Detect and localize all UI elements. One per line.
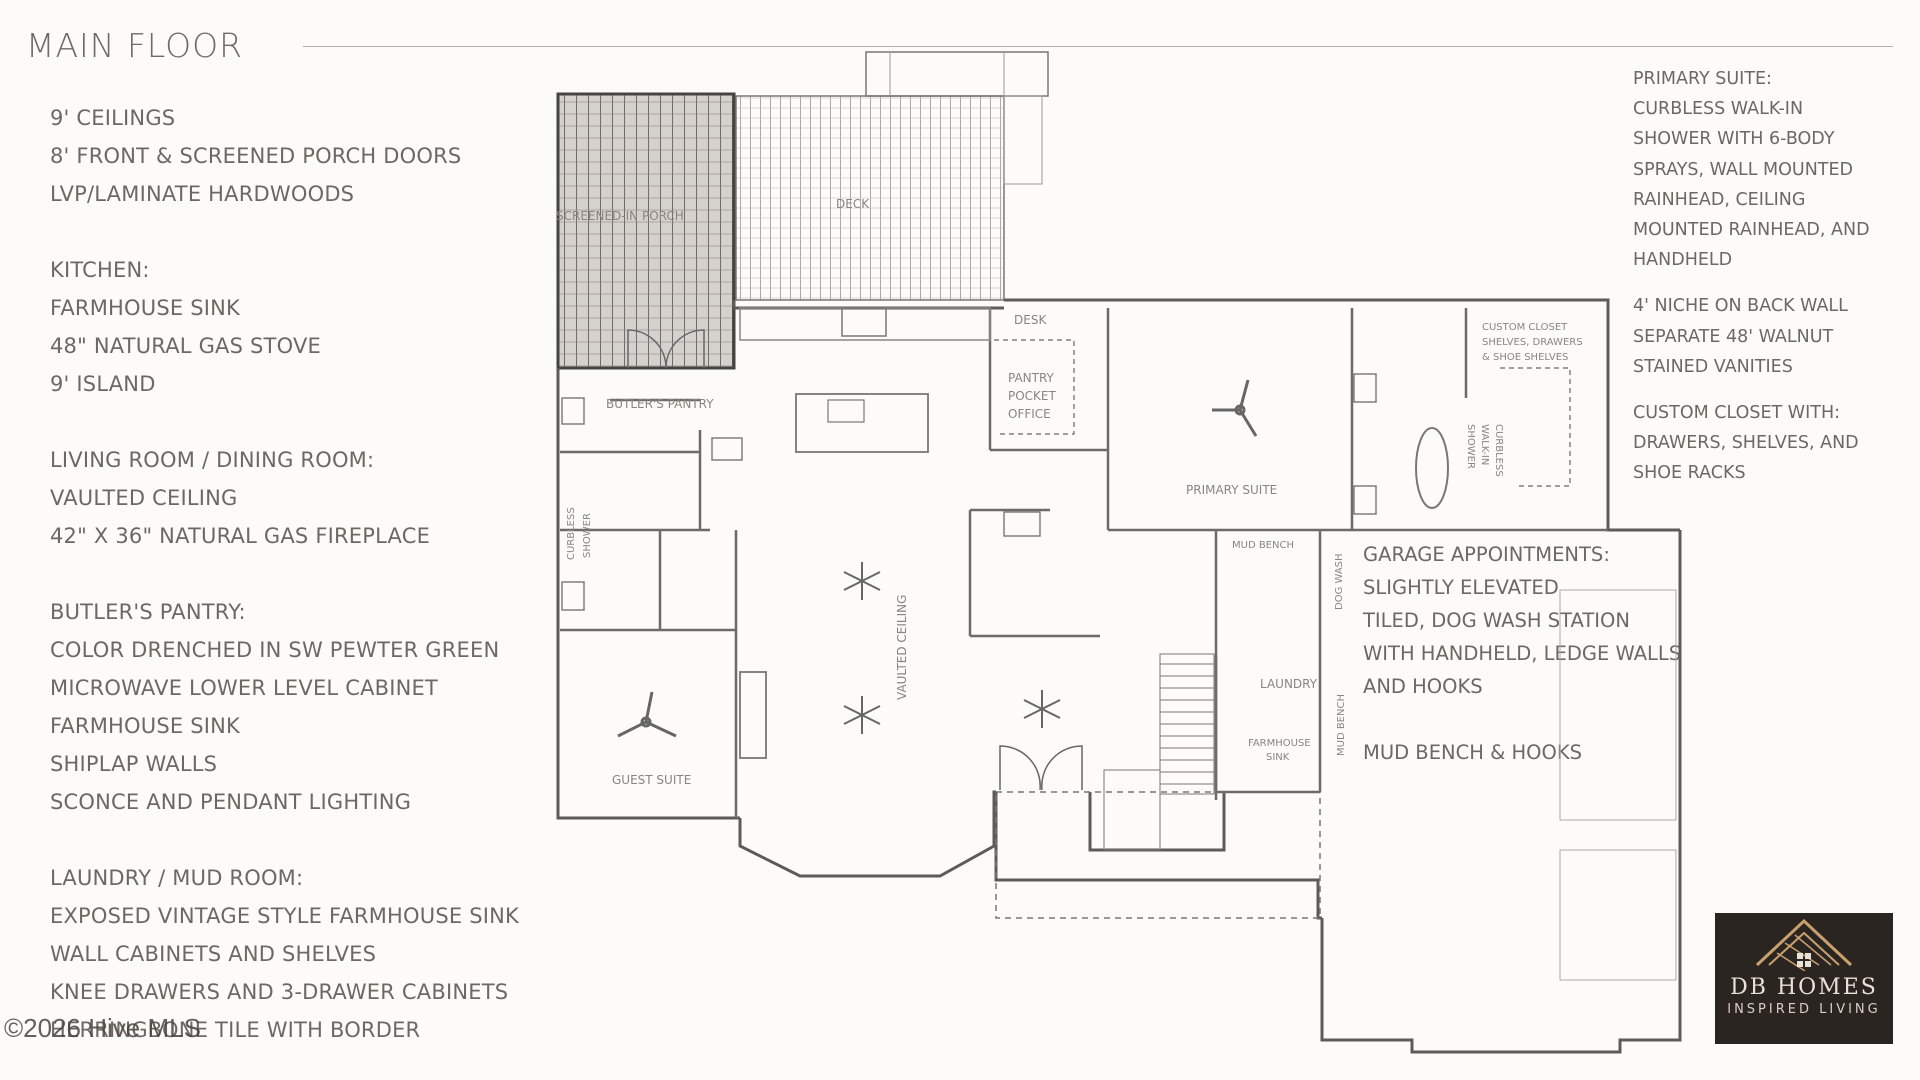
feature-line: VAULTED CEILING: [50, 486, 238, 510]
kitchen-counter: [739, 307, 991, 341]
pendant-lights: [843, 562, 1061, 734]
label-curbless-walkin-line1: CURBLESS: [1493, 424, 1504, 477]
exterior-walls: [556, 298, 1682, 1054]
feature-line: SHIPLAP WALLS: [50, 752, 218, 776]
feature-line: FARMHOUSE SINK: [50, 714, 240, 738]
label-farmhouse-sink-line1: FARMHOUSE: [1248, 738, 1311, 749]
feature-line: WALL CABINETS AND SHELVES: [50, 942, 377, 966]
plumbing-fixtures: [561, 373, 1377, 611]
label-curbless-shower-line2: SHOWER: [582, 513, 593, 558]
feature-line: KITCHEN:: [50, 258, 150, 282]
brand-logo: DB HOMES INSPIRED LIVING: [1715, 913, 1893, 1044]
garage-note-line: TILED, DOG WASH STATION: [1363, 609, 1630, 632]
garage-notes: GARAGE APPOINTMENTS: SLIGHTLY ELEVATED TIL…: [1363, 538, 1703, 769]
garage-apron: [995, 791, 1321, 919]
kitchen-stove: [841, 307, 887, 337]
label-curbless-walkin-line2: WALK-IN: [1479, 424, 1490, 465]
label-mud-bench-top: MUD BENCH: [1232, 540, 1294, 551]
closet-dashed-wall: [1500, 367, 1571, 487]
roof-icon: [1755, 918, 1853, 971]
kitchen-island: [795, 393, 929, 453]
logo-tagline: INSPIRED LIVING: [1727, 1002, 1881, 1017]
freestanding-tub: [1415, 427, 1449, 509]
label-custom-closet-line3: & SHOE SHELVES: [1482, 352, 1568, 363]
feature-line: 9' ISLAND: [50, 372, 156, 396]
feature-line: LAUNDRY / MUD ROOM:: [50, 866, 304, 890]
logo-name: DB HOMES: [1730, 975, 1878, 1000]
pantry-dashed-wall: [994, 339, 1075, 435]
feature-line: 42" X 36" NATURAL GAS FIREPLACE: [50, 524, 431, 548]
feature-line: FARMHOUSE SINK: [50, 296, 240, 320]
suite-note-line: MOUNTED RAINHEAD, AND: [1633, 220, 1870, 241]
feature-list: 9' CEILINGS 8' FRONT & SCREENED PORCH DOO…: [50, 99, 540, 1049]
deck-side-stairs: [1003, 95, 1043, 185]
feature-line: COLOR DRENCHED IN SW PEWTER GREEN: [50, 638, 500, 662]
label-pantry-line2: POCKET: [1008, 389, 1057, 403]
suite-note-line: CURBLESS WALK-IN: [1633, 99, 1804, 120]
label-custom-closet-line1: CUSTOM CLOSET: [1482, 322, 1568, 333]
double-doors-living: [999, 745, 1083, 791]
stairs: [1103, 653, 1215, 851]
fireplace: [739, 671, 767, 759]
garage-note-line: GARAGE APPOINTMENTS:: [1363, 543, 1610, 566]
interior-walls: [560, 308, 1608, 818]
label-butlers-pantry: BUTLER'S PANTRY: [606, 397, 714, 411]
garage-door-1: [1559, 589, 1677, 821]
label-vaulted-ceiling: VAULTED CEILING: [895, 595, 909, 700]
label-custom-closet-line2: SHELVES, DRAWERS: [1482, 337, 1583, 348]
double-doors-porch: [627, 329, 705, 369]
feature-line: KNEE DRAWERS AND 3-DRAWER CABINETS: [50, 980, 509, 1004]
suite-note-line: SHOE RACKS: [1633, 463, 1746, 484]
suite-note-line: PRIMARY SUITE:: [1633, 69, 1772, 89]
label-farmhouse-sink-line2: SINK: [1266, 752, 1290, 763]
suite-note-line: STAINED VANITIES: [1633, 356, 1793, 377]
primary-suite-notes: PRIMARY SUITE: CURBLESS WALK-IN SHOWER WIT…: [1633, 64, 1903, 489]
label-pantry-line1: PANTRY: [1008, 371, 1055, 385]
feature-line: LIVING ROOM / DINING ROOM:: [50, 448, 375, 472]
label-desk: DESK: [1014, 313, 1047, 327]
label-pantry-line3: OFFICE: [1008, 407, 1051, 421]
label-primary-suite: PRIMARY SUITE: [1186, 483, 1277, 497]
label-screened-porch: SCREENED-IN PORCH: [556, 209, 684, 223]
suite-note-line: 4' NICHE ON BACK WALL: [1633, 296, 1848, 317]
feature-line: SCONCE AND PENDANT LIGHTING: [50, 790, 412, 814]
suite-note-line: DRAWERS, SHELVES, AND: [1633, 433, 1859, 454]
feature-line: BUTLER'S PANTRY:: [50, 600, 246, 624]
feature-line: LVP/LAMINATE HARDWOODS: [50, 182, 355, 206]
feature-line: 48" NATURAL GAS STOVE: [50, 334, 321, 358]
page-title: MAIN FLOOR: [26, 26, 244, 65]
garage-note-line: SLIGHTLY ELEVATED: [1363, 576, 1559, 599]
island-sink: [827, 399, 865, 423]
garage-note-line: WITH HANDHELD, LEDGE WALLS: [1363, 642, 1682, 665]
ceiling-fan-guest: [617, 691, 677, 738]
label-curbless-shower-line1: CURBLESS: [566, 507, 577, 560]
garage-note-line: AND HOOKS: [1363, 675, 1483, 698]
screened-porch-area: [556, 92, 736, 370]
suite-note-line: SPRAYS, WALL MOUNTED: [1633, 159, 1854, 180]
deck-area: [735, 95, 1005, 301]
ceiling-fan-primary: [1212, 379, 1258, 437]
suite-note-line: SEPARATE 48' WALNUT: [1633, 326, 1834, 347]
label-mud-bench-side: MUD BENCH: [1336, 694, 1347, 756]
suite-note-line: CUSTOM CLOSET WITH:: [1633, 403, 1841, 424]
feature-line: 8' FRONT & SCREENED PORCH DOORS: [50, 144, 462, 168]
label-guest-suite: GUEST SUITE: [612, 773, 691, 787]
label-laundry: LAUNDRY: [1260, 677, 1318, 691]
deck-stairs: [865, 51, 1049, 97]
feature-line: HERRINGBONE TILE WITH BORDER: [50, 1018, 421, 1042]
label-dog-wash: DOG WASH: [1334, 553, 1345, 610]
label-curbless-walkin-line3: SHOWER: [1465, 424, 1476, 469]
feature-line: EXPOSED VINTAGE STYLE FARMHOUSE SINK: [50, 904, 519, 928]
suite-note-line: HANDHELD: [1633, 250, 1733, 271]
suite-note-line: RAINHEAD, CEILING: [1633, 189, 1806, 210]
feature-line: 9' CEILINGS: [50, 106, 176, 130]
feature-line: MICROWAVE LOWER LEVEL CABINET: [50, 676, 439, 700]
title-divider: [303, 46, 1893, 47]
suite-note-line: SHOWER WITH 6-BODY: [1633, 129, 1835, 150]
label-deck: DECK: [836, 197, 870, 211]
mls-watermark: ©2026 Hive MLS: [4, 1013, 201, 1043]
garage-note-line: MUD BENCH & HOOKS: [1363, 741, 1583, 764]
garage-door-2: [1559, 849, 1677, 981]
